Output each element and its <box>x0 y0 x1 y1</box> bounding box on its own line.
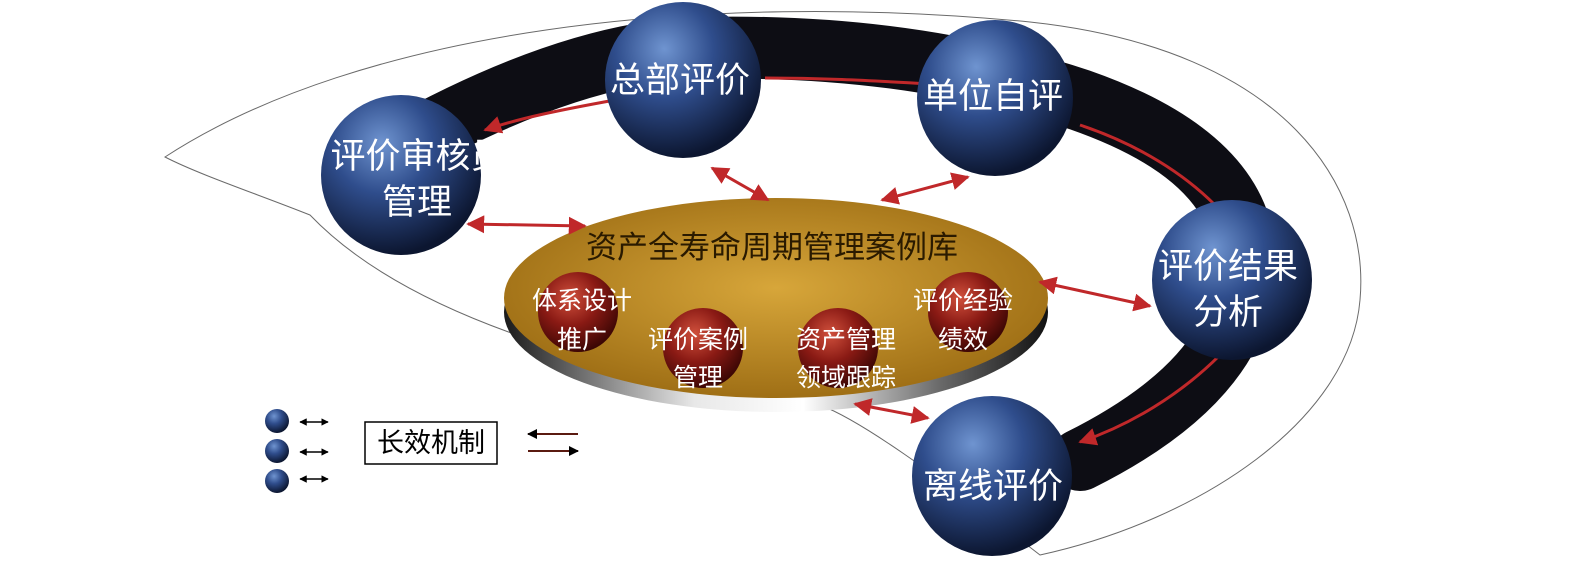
outer-swoosh-outline <box>164 11 1362 556</box>
node-self-sphere <box>917 20 1073 176</box>
node-self-label: 单位自评 <box>923 77 1063 117</box>
legend: 长效机制 <box>265 409 579 493</box>
case-library-title: 资产全寿命周期管理案例库 <box>586 230 958 266</box>
node-auditor-label-1: 评价审核员 <box>330 137 505 177</box>
link-disc-result <box>1038 276 1152 312</box>
case-library-disc <box>504 198 1048 412</box>
node-offline-sphere <box>912 396 1072 556</box>
legend-sphere-2 <box>265 439 289 463</box>
node-auditor-sphere <box>321 95 481 255</box>
arrow-result-to-offline <box>1078 353 1222 446</box>
inner-sphere-cases <box>663 308 743 388</box>
node-result-sphere <box>1152 200 1312 360</box>
inner-label-system-2: 推广 <box>557 325 607 354</box>
link-disc-self <box>880 172 970 205</box>
legend-label: 长效机制 <box>377 428 485 459</box>
link-disc-hq <box>710 166 770 202</box>
inner-label-system-1: 体系设计 <box>532 286 632 315</box>
inner-label-cases-2: 管理 <box>673 363 723 392</box>
node-auditor-label-2: 管理 <box>382 183 452 223</box>
arrow-self-to-result <box>1079 123 1217 207</box>
node-hq-label: 总部评价 <box>610 61 750 101</box>
inner-label-experience-2: 绩效 <box>938 325 988 354</box>
node-hq-sphere <box>605 2 761 158</box>
inner-sphere-system <box>538 272 618 352</box>
inner-sphere-domain <box>798 308 878 388</box>
node-result-label-1: 评价结果 <box>1158 247 1298 287</box>
inner-label-cases-1: 评价案例 <box>648 325 748 354</box>
legend-box <box>364 421 498 465</box>
legend-sphere-1 <box>265 409 289 433</box>
inner-sphere-experience <box>928 272 1008 352</box>
node-offline-label: 离线评价 <box>923 467 1063 507</box>
inner-label-domain-2: 领域跟踪 <box>796 363 896 392</box>
inner-label-experience-1: 评价经验 <box>913 286 1013 315</box>
link-disc-auditor <box>466 215 587 235</box>
node-result-label-2: 分析 <box>1193 293 1263 333</box>
arrow-self-to-hq <box>764 76 931 86</box>
inner-label-domain-1: 资产管理 <box>796 325 896 354</box>
arrow-hq-to-auditor <box>483 98 616 134</box>
legend-sphere-3 <box>265 469 289 493</box>
link-disc-offline <box>853 398 930 424</box>
